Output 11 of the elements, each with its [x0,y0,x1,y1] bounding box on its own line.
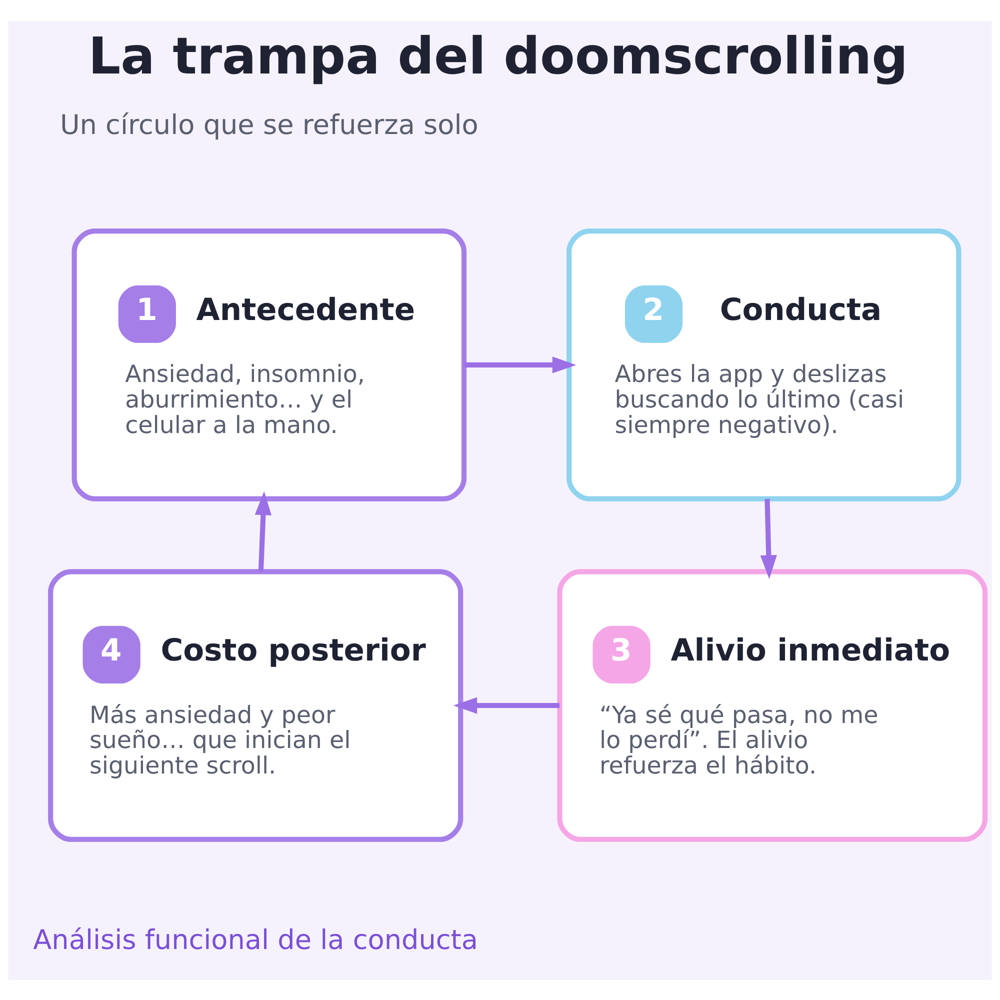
node-box: 2 Conducta Abres la app y deslizas buscando lo último (casi siempre negativo). [566,228,962,501]
node-box: 3 Alivio inmediato “Ya sé qué pasa, no me lo perdí”. El alivio refuerza el hábito. [557,568,988,842]
arrow [760,498,777,579]
diagram-title: La trampa del doomscrolling [88,26,908,86]
arrow [453,696,560,714]
label: Un círculo que se refuerza solo [60,110,478,141]
node-box: 1 Antecedente Ansiedad, insomnio, aburrimiento… y el celular a la mano. [72,228,467,501]
arrow [464,356,576,373]
caption: Análisis funcional de la conducta [33,924,478,956]
node-box: 4 Costo posterior Más ansiedad y peor sueño… que inician el siguiente scroll. [48,568,464,842]
arrow [254,490,272,571]
